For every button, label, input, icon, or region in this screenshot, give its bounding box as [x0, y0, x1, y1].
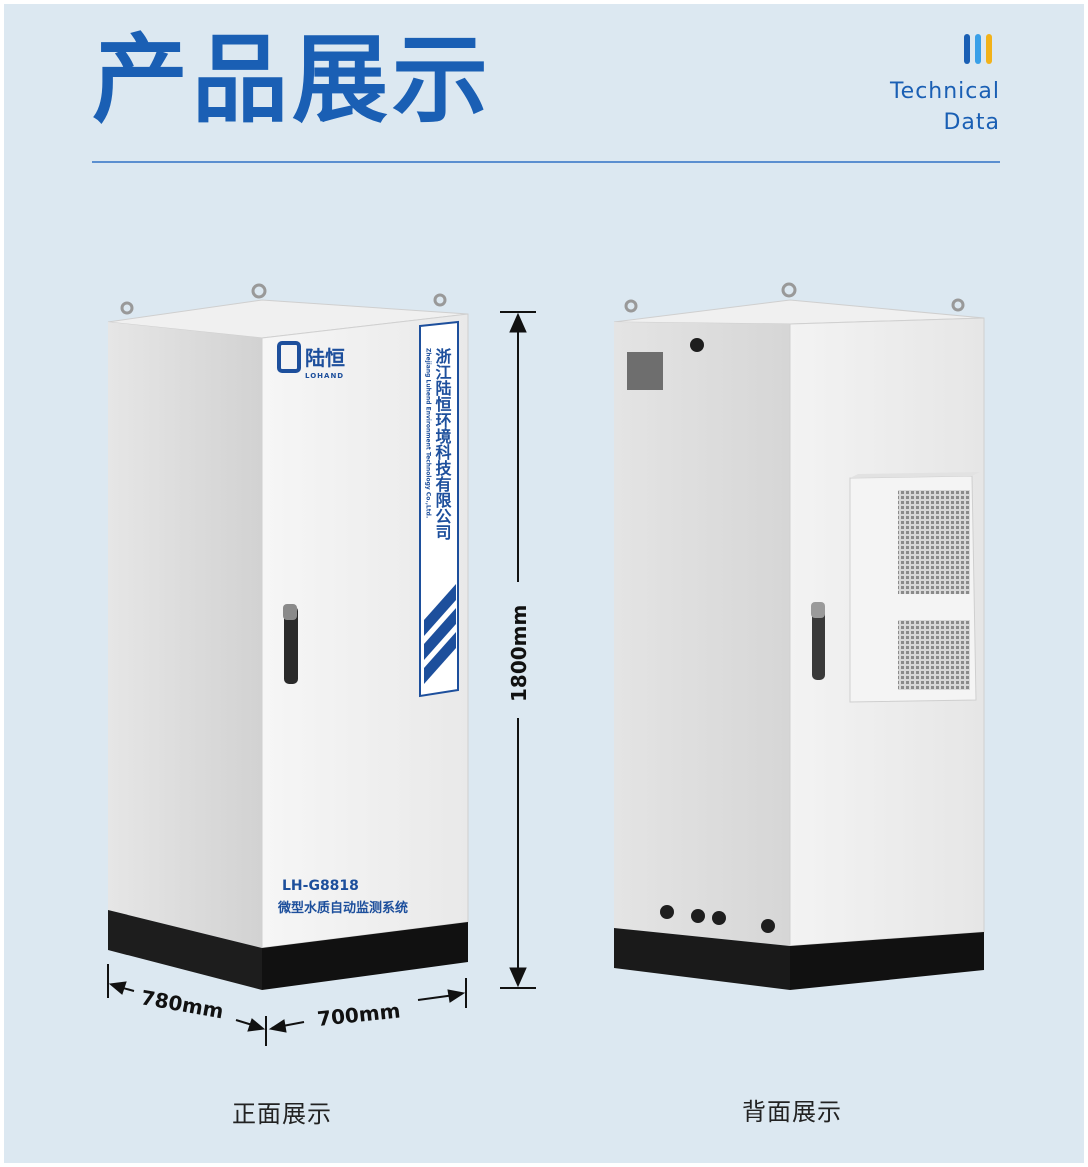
subtitle-line-2: Data [943, 110, 1000, 135]
door-handle [284, 606, 298, 684]
cabinet-base-side [108, 910, 262, 990]
front-cabinet: 陆恒 LOHAND 浙江陆恒环境科技有限公司 Zhejiang Luhend E… [107, 283, 469, 990]
cable-gland-icon [660, 905, 674, 919]
lifting-eye-icon [951, 298, 965, 312]
cabinet-base-left [614, 928, 790, 990]
vent-panel [627, 352, 663, 390]
page-title: 产品展示 [92, 24, 492, 136]
lifting-eye-icon [624, 299, 638, 313]
height-dimension: 1800mm [500, 311, 536, 989]
cabinet-base-right [790, 932, 984, 990]
height-label: 1800mm [507, 605, 531, 702]
lohand-logo-icon [277, 341, 301, 373]
company-name-en: Zhejiang Luhend Environment Technology C… [425, 348, 432, 518]
lifting-eye-icon [433, 293, 447, 307]
product-name: 微型水质自动监测系统 [277, 900, 408, 916]
cable-gland-icon [691, 909, 705, 923]
width-label: 700mm [316, 998, 401, 1031]
arrow-left-icon [108, 981, 127, 995]
ac-grille-top [898, 490, 970, 594]
brand-cn: 陆恒 [305, 346, 345, 370]
subtitle-line-1: Technical [889, 79, 1000, 104]
ac-grille-bottom [898, 620, 970, 690]
lifting-eye-icon [120, 301, 134, 315]
cabinet-side [108, 322, 262, 948]
cable-gland-icon [712, 911, 726, 925]
cabinet-left-face [614, 322, 790, 946]
cable-gland-icon [761, 919, 775, 933]
cable-gland-icon [690, 338, 704, 352]
width-dimension: 700mm [268, 978, 467, 1033]
lifting-eye-icon [251, 283, 267, 299]
lifting-eye-icon [781, 282, 797, 298]
air-conditioner-unit [849, 472, 980, 703]
arrow-up-icon [509, 312, 527, 333]
company-name-cn: 浙江陆恒环境科技有限公司 [433, 347, 452, 541]
arrow-down-icon [509, 967, 527, 988]
depth-label: 780mm [139, 985, 225, 1023]
arrow-right-icon [447, 989, 466, 1003]
model-number: LH-G8818 [282, 878, 359, 894]
brand-bars-icon [964, 34, 992, 64]
technical-data-label: Technical Data [890, 76, 1000, 138]
back-cabinet [613, 282, 985, 990]
brand-en: LOHAND [305, 372, 344, 380]
front-view-caption: 正面展示 [232, 1100, 332, 1128]
header-divider [92, 161, 1000, 163]
arrow-left-icon [268, 1019, 287, 1033]
door-handle [812, 604, 825, 680]
arrow-right-icon [247, 1018, 266, 1032]
back-view-caption: 背面展示 [742, 1098, 842, 1126]
cabinet-base-front [262, 922, 468, 990]
